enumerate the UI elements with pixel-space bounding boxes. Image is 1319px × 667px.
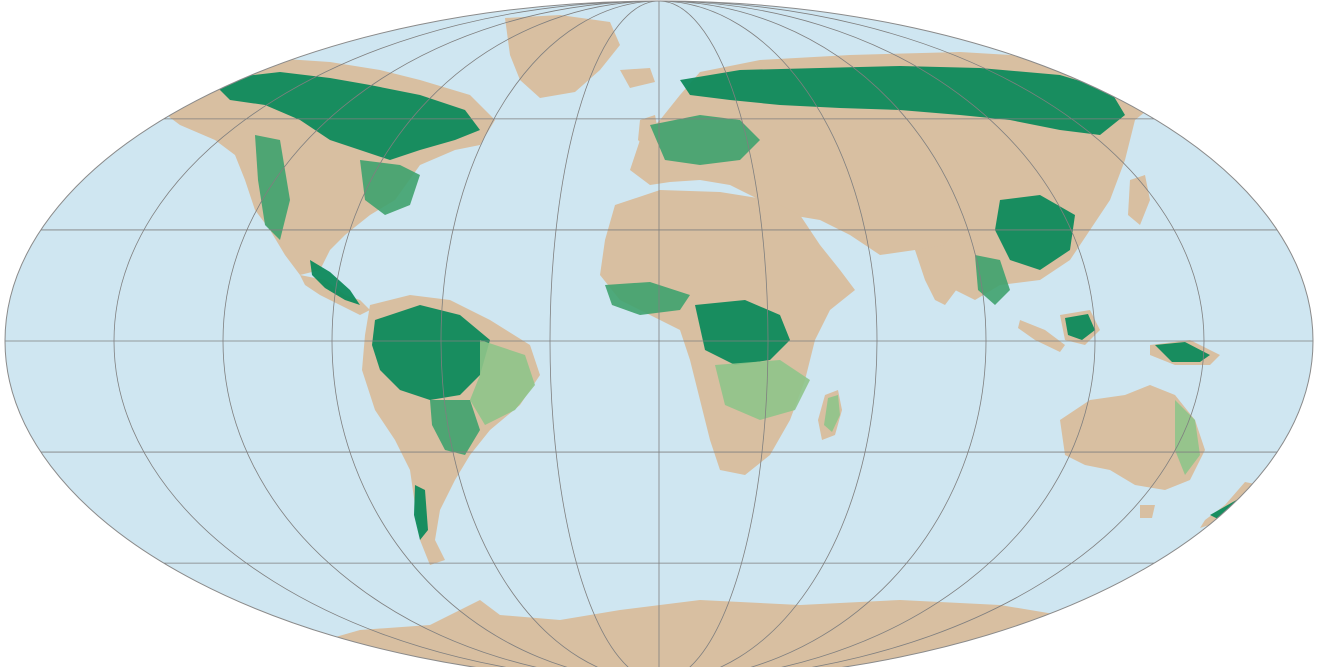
amazon-forest [372, 305, 490, 400]
congo-forest [695, 300, 790, 365]
sumatra [1018, 320, 1065, 352]
patagonian-forest [414, 485, 428, 540]
meridian-line [222, 1, 660, 667]
meridian-line [658, 1, 769, 667]
iceland [620, 68, 655, 88]
west-africa-forest [605, 282, 690, 315]
new-guinea-forest [1155, 342, 1210, 362]
east-australia-forest [1175, 400, 1200, 475]
india [915, 245, 965, 305]
cerrado-forest [430, 400, 480, 455]
tasmania [1140, 505, 1155, 518]
madagascar-forest [824, 395, 840, 432]
meridian-line [440, 1, 660, 667]
meridian-line [549, 1, 660, 667]
forest-cover-layer [210, 66, 1255, 540]
meridian-line [331, 1, 660, 667]
european-forest [650, 115, 760, 165]
east-asia-forest [995, 195, 1075, 270]
antarctica [290, 600, 1090, 667]
pacific-nw-forest [255, 135, 290, 240]
map-outline [4, 0, 1314, 667]
british-isles [638, 115, 660, 150]
meridian-line [658, 1, 1096, 667]
boreal-forest-north-america [210, 72, 480, 160]
eastern-us-forest [360, 160, 420, 215]
meridian-line [658, 1, 987, 667]
greenland [505, 15, 620, 98]
borneo-forest [1065, 314, 1095, 340]
meridian-line [658, 1, 878, 667]
australia [1060, 385, 1205, 490]
central-america-forest [310, 260, 360, 305]
miombo-woodland [715, 360, 810, 420]
se-asia-forest [975, 255, 1010, 305]
meridian-line [658, 1, 1205, 667]
japan [1128, 175, 1150, 225]
atlantic-forest [470, 340, 535, 425]
meridian-line [113, 1, 660, 667]
